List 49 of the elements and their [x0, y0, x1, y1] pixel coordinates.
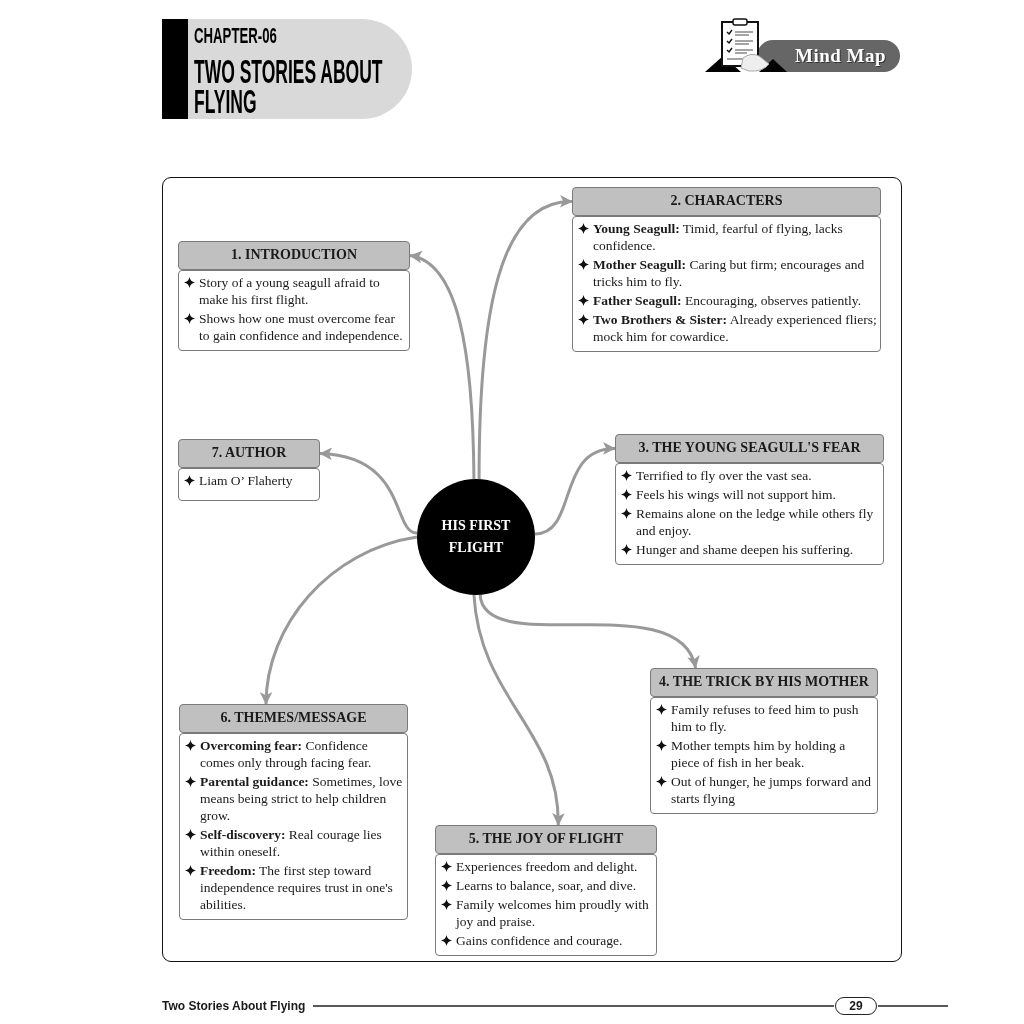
section-panel — [178, 468, 320, 501]
section-panel — [650, 697, 878, 814]
footer-title: Two Stories About Flying — [162, 998, 306, 1014]
bullet-text: Remains alone on the ledge while others fly and enjoy. — [636, 505, 875, 539]
bullet-text: Mother Seagull: Caring but firm; encourages and tricks him to fly. — [593, 256, 866, 290]
bullet-text: Out of hunger, he jumps forward and starts flying — [671, 773, 873, 807]
curved-arrow — [260, 535, 418, 705]
bullet-text: Learns to balance, soar, and dive. — [456, 877, 638, 894]
bullet-text: Liam O’ Flaherty — [199, 472, 294, 489]
bullet-text: Shows how one must overcome fear to gain confidence and independence. — [199, 310, 404, 344]
section-heading: 5. THE JOY OF FLIGHT — [435, 825, 657, 854]
curved-arrow — [534, 443, 616, 536]
section-heading: 6. THEMES/MESSAGE — [179, 704, 408, 733]
section-panel — [178, 270, 410, 351]
section-heading: 2. CHARACTERS — [572, 187, 881, 216]
central-topic: HIS FIRST FLIGHT — [417, 479, 535, 595]
section-panel — [572, 216, 881, 352]
bullet-text: Story of a young seagull afraid to make his first flight. — [199, 274, 381, 308]
chapter-title: TWO STORIES ABOUT FLYING — [194, 57, 384, 117]
bullet-text: Father Seagull: Encouraging, observes patiently. — [593, 292, 863, 309]
curved-arrow — [478, 594, 697, 669]
bullet-text: Family welcomes him proudly with joy and praise. — [456, 896, 650, 930]
bullet-text: Overcoming fear: Confidence comes only through facing fear. — [200, 737, 373, 771]
section-heading: 4. THE TRICK BY HIS MOTHER — [650, 668, 878, 697]
curved-arrow — [319, 448, 418, 535]
bullet-text: Hunger and shame deepen his suffering. — [636, 541, 855, 558]
bullet-text: Parental guidance: Sometimes, love means being strict to help children grow. — [200, 773, 404, 824]
curved-arrow — [409, 252, 476, 480]
curved-arrow — [472, 594, 564, 826]
bullet-text: Mother tempts him by holding a piece of fish in her beak. — [671, 737, 847, 771]
bullet-text: Feels his wings will not support him. — [636, 486, 837, 503]
bullet-text: Experiences freedom and delight. — [456, 858, 639, 875]
section-heading: 3. THE YOUNG SEAGULL'S FEAR — [615, 434, 884, 463]
bullet-text: Freedom: The first step toward independence requires trust in one's abilities. — [200, 862, 394, 913]
bullet-text: Two Brothers & Sister: Already experienced fliers; mock him for cowardice. — [593, 311, 878, 345]
curved-arrow — [477, 196, 573, 480]
bullet-text: Family refuses to feed him to push him to fly. — [671, 701, 860, 735]
chapter-banner — [162, 19, 412, 119]
bullet-text: Gains confidence and courage. — [456, 932, 624, 949]
bullet-text: Self-discovery: Real courage lies within oneself. — [200, 826, 383, 860]
section-panel — [615, 463, 884, 565]
section-heading: 7. AUTHOR — [178, 439, 320, 468]
mind-map-tag: Mind Map — [757, 40, 900, 72]
section-panel — [435, 854, 657, 956]
section-panel — [179, 733, 408, 920]
chapter-number: CHAPTER-06 — [194, 24, 277, 48]
bullet-text: Terrified to fly over the vast sea. — [636, 467, 813, 484]
section-heading: 1. INTRODUCTION — [178, 241, 410, 270]
bullet-text: Young Seagull: Timid, fearful of flying, lacks confidence. — [593, 220, 844, 254]
